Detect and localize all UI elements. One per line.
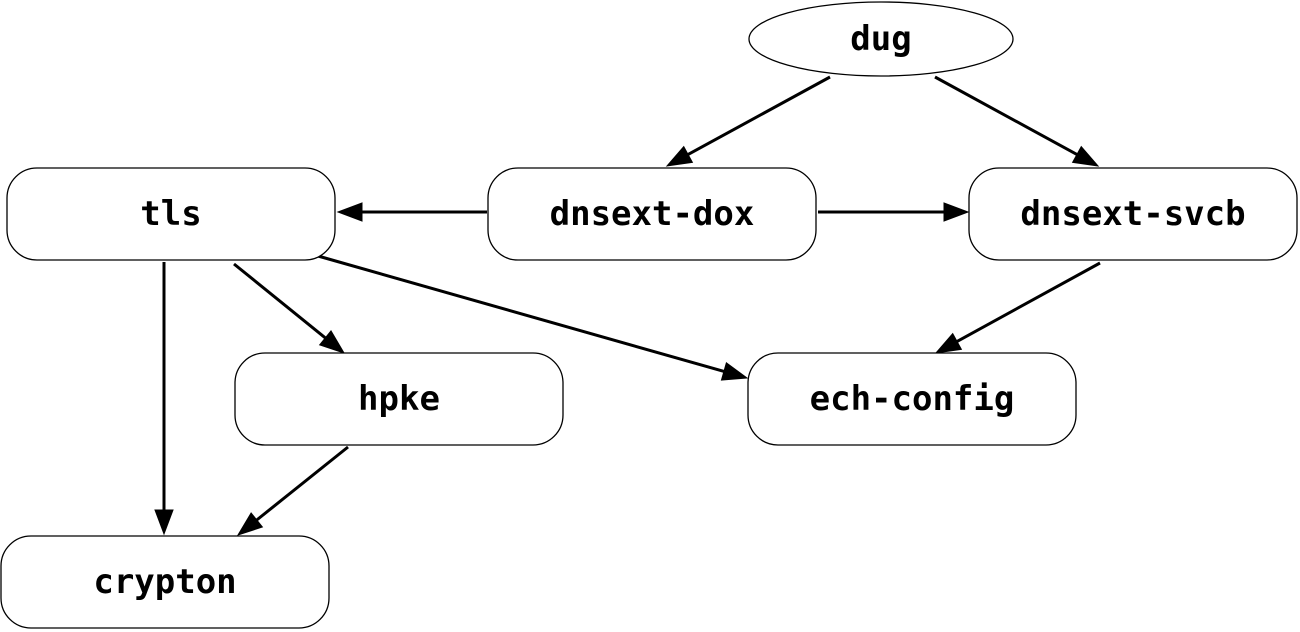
node-box [0,535,330,629]
edge-line [954,261,1101,344]
node-ellipse [748,1,1014,77]
edge-line [934,75,1080,157]
node-label: dnsext-dox [550,194,755,234]
edge-hpke-to-crypton [236,445,349,536]
node-dnsext-svcb: dnsext-svcb [968,167,1298,261]
node-hpke: hpke [234,352,564,446]
edge-dnsext-dox-to-tls [336,202,487,222]
arrowhead [336,202,363,222]
edge-tls-to-ech-config [317,254,749,381]
node-crypton: crypton [0,535,330,629]
edge-tls-to-crypton [154,262,174,536]
arrowhead [1071,145,1100,167]
node-dnsext-dox: dnsext-dox [487,167,817,261]
edge-dnsext-svcb-to-ech-config [934,261,1101,354]
node-dug: dug [748,1,1014,77]
node-box [234,352,564,446]
node-label: ech-config [810,379,1015,419]
node-ech-config: ech-config [747,352,1077,446]
edge-line [317,254,727,374]
edge-line [254,445,349,523]
arrowhead [236,512,264,536]
node-box [487,167,817,261]
arrowhead [154,509,174,536]
arrowhead [943,202,970,222]
edge-dnsext-dox-to-dnsext-svcb [818,202,970,222]
node-label: dnsext-svcb [1020,194,1245,234]
edge-dug-to-dnsext-svcb [934,75,1100,167]
node-box [6,167,336,261]
node-label: crypton [93,562,236,602]
node-box [747,352,1077,446]
arrowhead [665,145,694,167]
edge-line [685,75,831,157]
edge-tls-to-hpke [233,262,346,354]
edges [154,75,1101,536]
arrowhead [934,332,963,354]
arrowhead [720,361,749,381]
node-tls: tls [6,167,336,261]
node-label: dug [850,19,911,59]
node-label: tls [140,194,201,234]
edge-dug-to-dnsext-dox [665,75,831,167]
node-label: hpke [358,379,440,419]
edge-line [233,262,328,341]
arrowhead [318,330,346,354]
node-box [968,167,1298,261]
